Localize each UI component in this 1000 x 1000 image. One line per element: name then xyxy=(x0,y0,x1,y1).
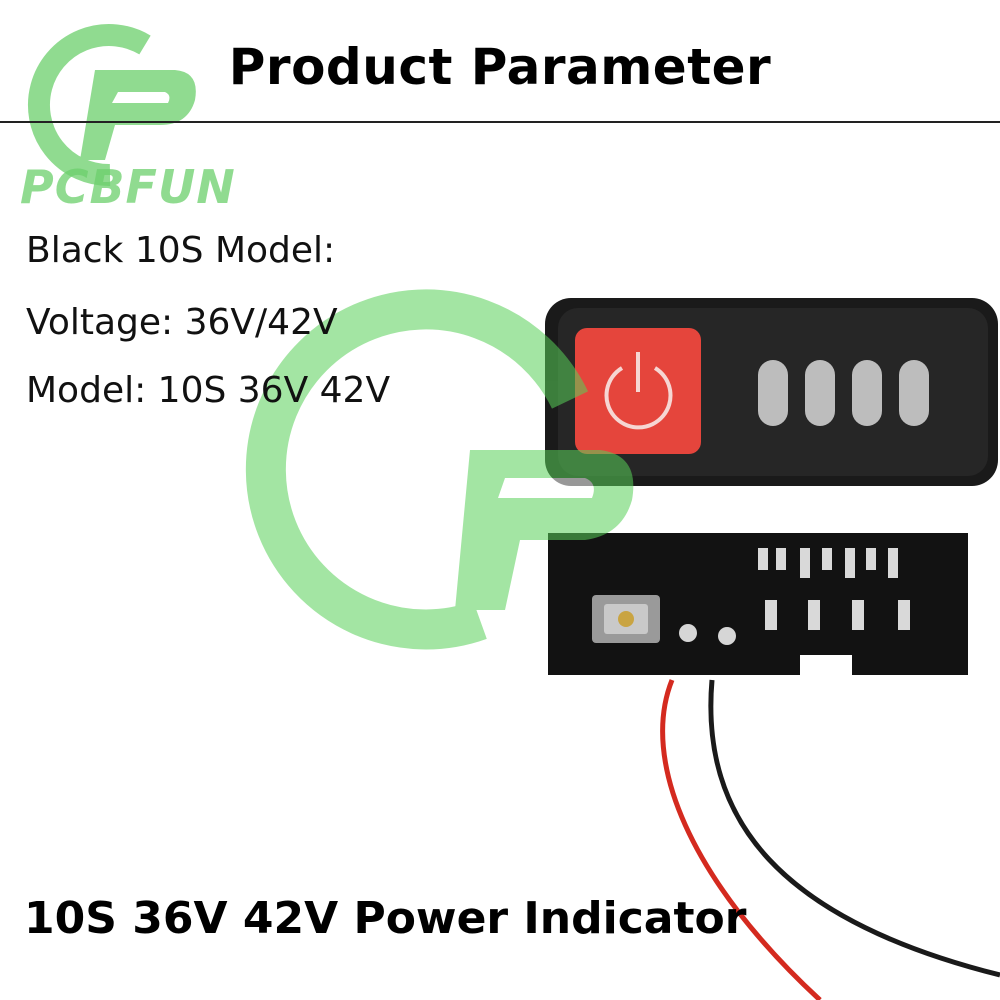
vcc-pad xyxy=(679,624,697,642)
brand-logo-icon xyxy=(27,24,196,187)
page-title: Product Parameter xyxy=(228,38,772,96)
black-wire xyxy=(708,679,1000,978)
level-led-2 xyxy=(805,360,835,426)
level-led-3 xyxy=(852,360,882,426)
red-wire xyxy=(660,679,822,1000)
gnd-pad xyxy=(718,627,736,645)
param-model-heading: Black 10S Model: xyxy=(26,230,336,271)
level-led-1 xyxy=(758,360,788,426)
power-icon xyxy=(604,352,673,430)
param-model: Model: 10S 36V 42V xyxy=(26,370,391,411)
title-divider xyxy=(0,121,1000,123)
brand-name: PCBFUN xyxy=(20,160,236,214)
product-caption: 10S 36V 42V Power Indicator xyxy=(24,893,747,944)
indicator-housing xyxy=(545,298,998,486)
pcb-board xyxy=(548,533,968,675)
level-led-4 xyxy=(899,360,929,426)
watermark-logo-icon xyxy=(245,289,634,650)
param-voltage: Voltage: 36V/42V xyxy=(26,302,338,343)
